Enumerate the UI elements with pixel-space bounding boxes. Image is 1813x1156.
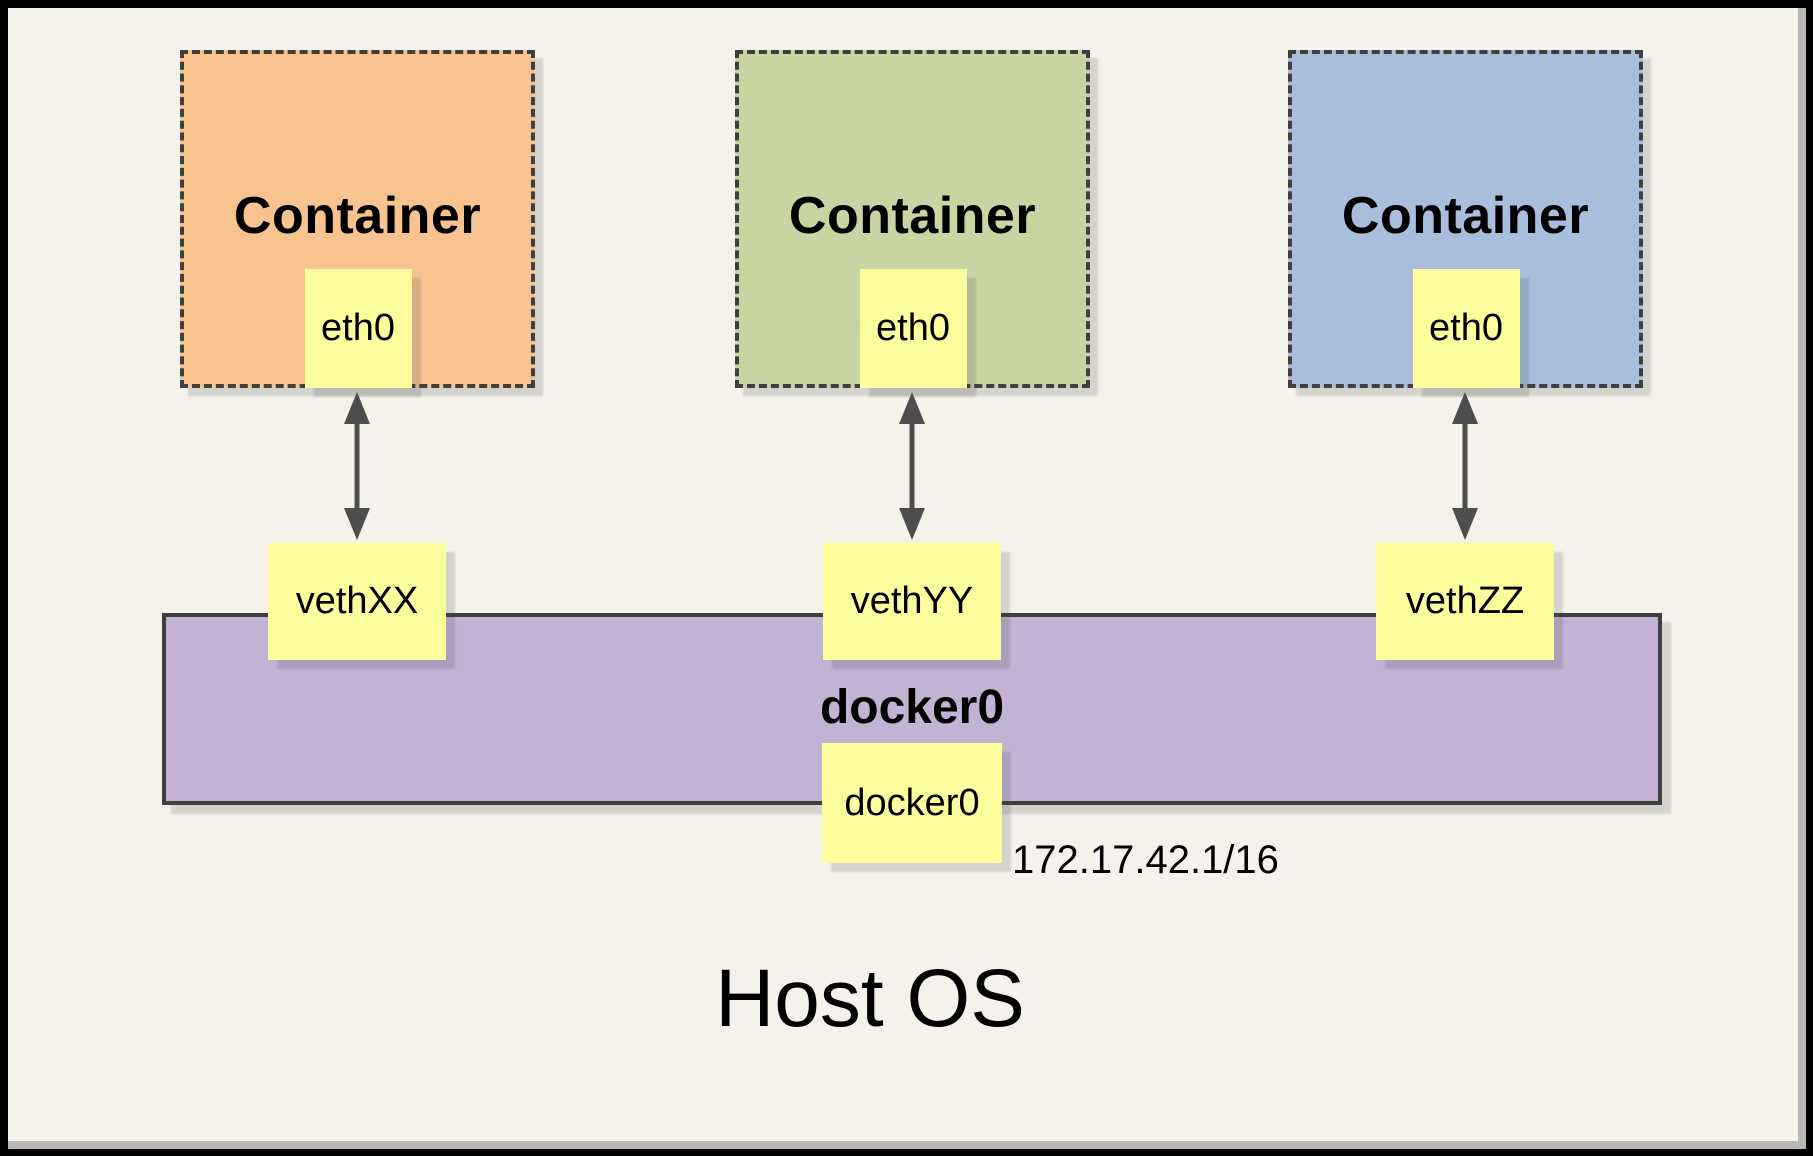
container-3-title: Container — [1341, 187, 1590, 245]
bidirectional-arrow-3 — [1445, 390, 1485, 542]
container-3-eth0-box: eth0 — [1412, 269, 1520, 388]
container-box-1: Container eth0 — [180, 50, 535, 388]
docker0-interface-box: docker0 — [822, 743, 1002, 863]
arrow-icon — [1452, 392, 1478, 540]
docker0-interface-label: docker0 — [844, 781, 980, 824]
bidirectional-arrow-1 — [337, 390, 377, 542]
vethZZ-label: vethZZ — [1405, 580, 1525, 622]
vethXX-label: vethXX — [295, 580, 419, 622]
container-3-eth0-label: eth0 — [1429, 307, 1503, 349]
page-edge-shadow-right — [1798, 8, 1806, 1149]
container-2-eth0-label: eth0 — [876, 307, 950, 349]
container-box-3: Container eth0 — [1288, 50, 1643, 388]
host-os-label: Host OS — [715, 953, 1025, 1044]
container-box-2: Container eth0 — [735, 50, 1090, 388]
diagram-canvas: Container eth0 Container eth0 Container … — [8, 8, 1806, 1149]
bridge-ip-address: 172.17.42.1/16 — [1012, 838, 1279, 882]
docker0-bridge-title: docker0 — [819, 681, 1005, 734]
vethYY-box: vethYY — [823, 543, 1001, 660]
container-1-eth0-label: eth0 — [321, 307, 395, 349]
container-1-eth0-box: eth0 — [304, 269, 412, 388]
page-edge-shadow-bottom — [8, 1141, 1806, 1149]
vethYY-label: vethYY — [850, 580, 974, 622]
container-2-title: Container — [788, 187, 1037, 245]
arrow-icon — [899, 392, 925, 540]
bidirectional-arrow-2 — [892, 390, 932, 542]
vethXX-box: vethXX — [268, 543, 446, 660]
vethZZ-box: vethZZ — [1376, 543, 1554, 660]
arrow-icon — [344, 392, 370, 540]
container-2-eth0-box: eth0 — [859, 269, 967, 388]
container-1-title: Container — [233, 187, 482, 245]
